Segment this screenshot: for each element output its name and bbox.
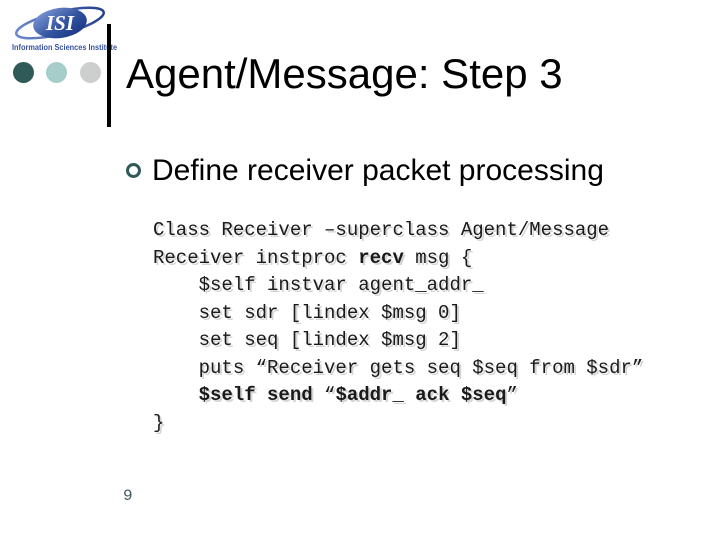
code-line: set sdr [lindex $msg 0] <box>153 301 461 324</box>
code-line: } <box>153 411 165 434</box>
code-line: set seq [lindex $msg 2] <box>153 329 461 351</box>
code-block: Class Receiver –superclass Agent/Message… <box>153 217 643 437</box>
code-line: Receiver instproc recv msg { <box>153 246 473 269</box>
code-line: Class Receiver –superclass Agent/Message <box>153 219 610 241</box>
logo-text: ISI <box>45 11 75 35</box>
dot-light-teal-icon <box>46 62 68 83</box>
dot-gray-icon <box>79 62 101 83</box>
code-line: $self send “$addr_ ack $seq” <box>198 384 518 406</box>
bullet-item: Define receiver packet processing <box>126 154 604 188</box>
title-divider <box>107 24 111 127</box>
isi-logo-icon: ISI <box>15 6 105 40</box>
bullet-text: Define receiver packet processing <box>152 154 604 187</box>
code-line: puts “Receiver gets seq $seq from $sdr” <box>153 356 644 379</box>
logo-globe <box>33 7 87 39</box>
bullet-circle-icon <box>126 163 141 178</box>
dot-dark-teal-icon <box>13 62 34 83</box>
slide-title: Agent/Message: Step 3 <box>126 50 563 97</box>
logo-dots <box>13 62 113 84</box>
page-number: 9 <box>123 487 133 505</box>
code-line: $self instvar agent_addr_ <box>153 274 484 296</box>
isi-logo: ISI Information Sciences Institute <box>12 4 118 52</box>
logo-tagline: Information Sciences Institute <box>12 43 118 52</box>
